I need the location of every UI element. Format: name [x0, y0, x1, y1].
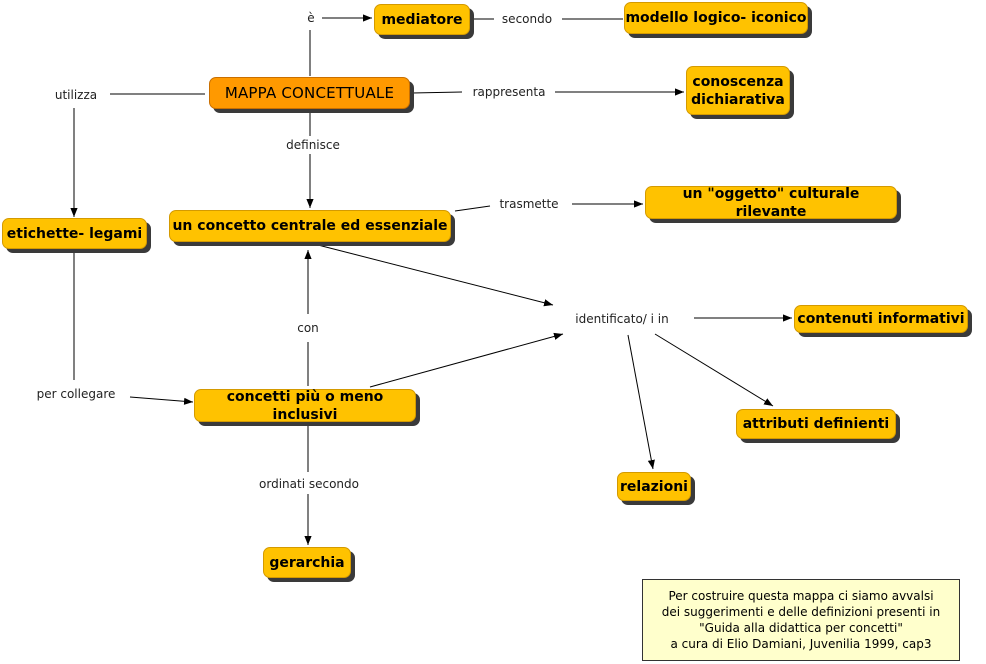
source-note: Per costruire questa mappa ci siamo avva… [642, 579, 960, 661]
link-concetto-trasmette [454, 205, 491, 212]
label-secondo: secondo [497, 11, 557, 27]
node-relazioni[interactable]: relazioni [617, 472, 691, 501]
node-attributi-definienti[interactable]: attributi definienti [736, 409, 896, 439]
node-concetti-inclusivi[interactable]: concetti più o meno inclusivi [194, 389, 416, 423]
link-concetto-identificato [317, 244, 554, 307]
link-percollegare-inclusivi [129, 396, 194, 405]
label-trasmette: trasmette [495, 196, 563, 212]
label-rappresenta: rappresenta [468, 84, 550, 100]
label-e: è [303, 10, 319, 26]
label-definisce: definisce [282, 137, 344, 153]
link-identificato-relazioni [627, 334, 655, 470]
link-inclusivi-identificato [369, 332, 564, 388]
label-utilizza: utilizza [50, 87, 102, 103]
node-oggetto-culturale[interactable]: un "oggetto" culturale rilevante [645, 186, 897, 220]
node-etichette-legami[interactable]: etichette- legami [2, 218, 147, 249]
node-mediatore[interactable]: mediatore [374, 4, 470, 35]
node-gerarchia[interactable]: gerarchia [263, 547, 351, 578]
node-contenuti-informativi[interactable]: contenuti informativi [794, 305, 968, 333]
label-per-collegare: per collegare [32, 386, 120, 402]
node-concetto-centrale[interactable]: un concetto centrale ed essenziale [169, 210, 451, 242]
label-identificato: identificato/ i in [571, 311, 673, 327]
label-con: con [293, 320, 323, 336]
link-identificato-attributi [654, 333, 774, 407]
note-line-1: Per costruire questa mappa ci siamo avva… [668, 589, 934, 603]
node-mappa-concettuale[interactable]: MAPPA CONCETTUALE [209, 77, 410, 109]
link-mappa-rappresenta [411, 91, 463, 94]
node-modello-logico-iconico[interactable]: modello logico- iconico [624, 2, 808, 34]
label-ordinati-secondo: ordinati secondo [255, 476, 363, 492]
node-conoscenza-dichiarativa[interactable]: conoscenza dichiarativa [686, 66, 790, 115]
note-line-4: a cura di Elio Damiani, Juvenilia 1999, … [670, 637, 932, 651]
note-line-3: "Guida alla didattica per concetti" [699, 621, 903, 635]
note-line-2: dei suggerimenti e delle definizioni pre… [661, 605, 941, 619]
